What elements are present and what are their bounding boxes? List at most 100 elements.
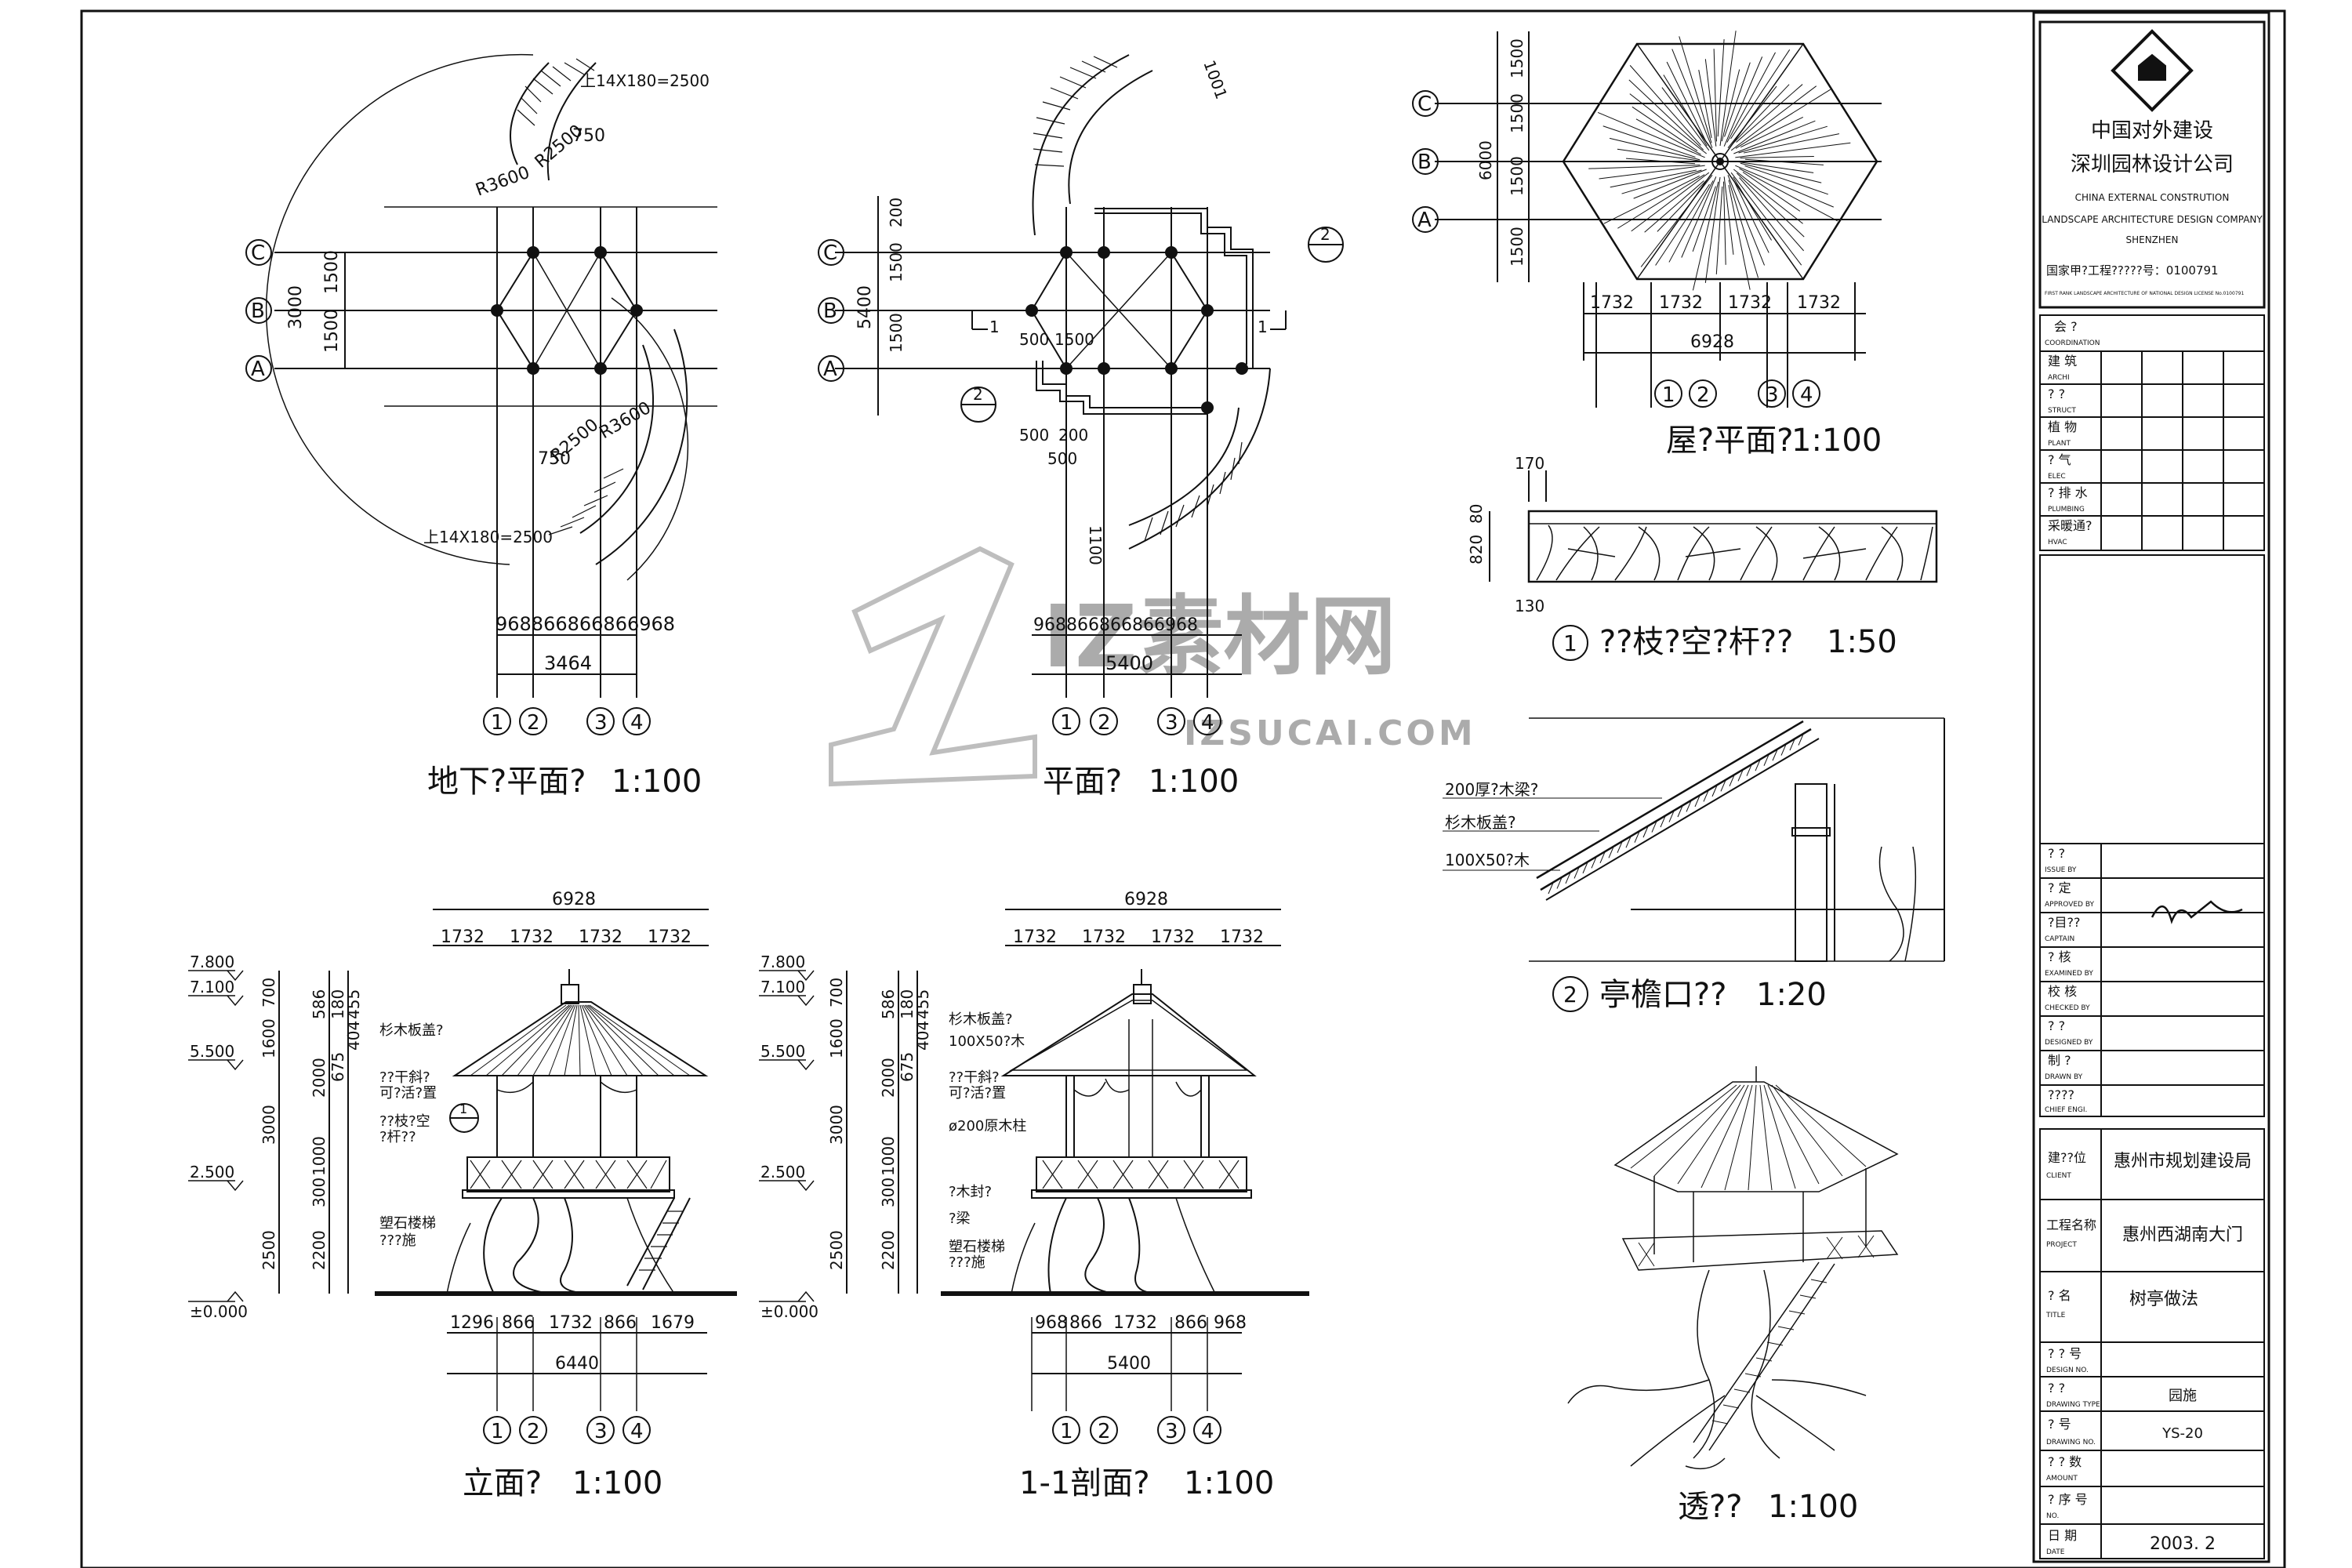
svg-text:制 ?: 制 ? <box>2048 1053 2071 1068</box>
svg-text:PLUMBING: PLUMBING <box>2048 506 2085 514</box>
svg-text:1732: 1732 <box>549 1313 593 1333</box>
svg-text:ø200原木柱: ø200原木柱 <box>949 1118 1026 1134</box>
svg-text:2: 2 <box>1563 982 1577 1007</box>
svg-text:4: 4 <box>630 711 644 735</box>
svg-text:1732: 1732 <box>441 927 485 947</box>
svg-text:园施: 园施 <box>2169 1388 2197 1404</box>
svg-text:2.500: 2.500 <box>190 1163 234 1181</box>
svg-text:1: 1 <box>1060 1420 1073 1443</box>
svg-text:1500: 1500 <box>887 313 906 353</box>
svg-text:6928: 6928 <box>1124 890 1168 909</box>
section-1-1: 6928 1732 1732 1732 1732 968 866 1732 86… <box>759 890 1309 1501</box>
svg-text:ARCHI: ARCHI <box>2048 374 2070 382</box>
svg-text:TITLE: TITLE <box>2045 1312 2066 1319</box>
svg-text:180: 180 <box>328 989 347 1019</box>
svg-text:586: 586 <box>310 989 328 1019</box>
perspective: 透?? 1:100 <box>1567 1066 1899 1525</box>
svg-text:AMOUNT: AMOUNT <box>2046 1475 2078 1483</box>
stair-note-2: 上14X180=2500 <box>423 528 553 546</box>
svg-text:675: 675 <box>328 1052 347 1082</box>
svg-text:ISSUE BY: ISSUE BY <box>2045 866 2077 874</box>
svg-text:? ?: ? ? <box>2048 846 2065 861</box>
svg-text:5400: 5400 <box>855 285 875 329</box>
dim-866-row: 968866866866968 <box>495 613 675 635</box>
grid-bubbles-plan-cols: 1 2 3 4 <box>1052 707 1221 735</box>
title-block-text: 中国对外建设 深圳园林设计公司 CHINA EXTERNAL CONSTRUTI… <box>2042 119 2263 1556</box>
svg-text:866: 866 <box>502 1313 535 1333</box>
svg-text:2: 2 <box>527 711 540 735</box>
svg-text:1732: 1732 <box>1659 293 1703 313</box>
svg-text:LANDSCAPE ARCHITECTURE DESIGN: LANDSCAPE ARCHITECTURE DESIGN COMPANY <box>2042 214 2263 225</box>
grid-bubbles-roof-cols: 1 2 3 4 <box>1654 379 1820 408</box>
svg-text:??枝?空: ??枝?空 <box>379 1113 430 1130</box>
basement-plan-scale: 1:100 <box>612 764 702 800</box>
svg-text:3: 3 <box>1165 1420 1178 1443</box>
svg-text:±0.000: ±0.000 <box>760 1302 818 1321</box>
svg-text:3000: 3000 <box>260 1105 278 1145</box>
svg-text:500: 500 <box>1019 426 1049 445</box>
svg-text:1: 1 <box>491 711 504 735</box>
grid-bubbles-basement-rows: C B A <box>245 239 272 382</box>
plan-title: 平面? <box>1043 764 1122 800</box>
svg-text:? 名: ? 名 <box>2048 1288 2071 1303</box>
svg-text:700: 700 <box>260 978 278 1007</box>
svg-text:1500: 1500 <box>322 250 342 294</box>
svg-text:PROJECT: PROJECT <box>2046 1241 2077 1249</box>
railing-scale: 1:50 <box>1827 624 1897 660</box>
svg-text:杉木板盖?: 杉木板盖? <box>379 1022 444 1039</box>
svg-text:7.100: 7.100 <box>760 978 805 996</box>
svg-text:7.800: 7.800 <box>190 953 234 971</box>
svg-text:1500: 1500 <box>322 309 342 353</box>
svg-text:CLIENT: CLIENT <box>2046 1172 2071 1180</box>
svg-text:1000: 1000 <box>310 1136 328 1176</box>
svg-text:1732: 1732 <box>1113 1313 1157 1333</box>
watermark-brand: IZ素材网 <box>1043 586 1396 687</box>
svg-text:200: 200 <box>887 198 906 227</box>
svg-text:惠州西湖南大门: 惠州西湖南大门 <box>2122 1225 2243 1245</box>
svg-text:1679: 1679 <box>651 1313 695 1333</box>
svg-text:采暖通?: 采暖通? <box>2048 518 2092 533</box>
svg-text:1732: 1732 <box>1151 927 1195 947</box>
svg-text:2: 2 <box>1320 225 1330 244</box>
basement-plan: 968866866866968 3464 1500 1500 3000 上14X… <box>245 53 717 800</box>
svg-text:4: 4 <box>1201 711 1214 735</box>
svg-text:EXAMINED BY: EXAMINED BY <box>2045 970 2093 978</box>
svg-text:? 号: ? 号 <box>2048 1417 2071 1432</box>
svg-text:455: 455 <box>913 989 932 1019</box>
svg-text:750: 750 <box>538 449 571 469</box>
svg-text:? 序 号: ? 序 号 <box>2048 1492 2088 1507</box>
signature <box>2151 900 2243 924</box>
grid-bubbles-section-cols: 1 2 3 4 <box>1052 1416 1221 1444</box>
svg-text:CHECKED BY: CHECKED BY <box>2045 1004 2090 1012</box>
svg-text:C: C <box>1417 93 1432 116</box>
svg-text:?木封?: ?木封? <box>949 1184 992 1200</box>
svg-text:? 排 水: ? 排 水 <box>2048 485 2088 500</box>
svg-text:1296: 1296 <box>450 1313 494 1333</box>
grid-bubbles-elevation-cols: 1 2 3 4 <box>483 1416 651 1444</box>
svg-text:? 定: ? 定 <box>2048 880 2071 895</box>
svg-text:1732: 1732 <box>1220 927 1264 947</box>
svg-text:深圳园林设计公司: 深圳园林设计公司 <box>2071 153 2234 176</box>
svg-text:工程名称: 工程名称 <box>2046 1218 2096 1232</box>
svg-text:7.800: 7.800 <box>760 953 805 971</box>
svg-text:杉木板盖?: 杉木板盖? <box>1445 813 1516 832</box>
svg-text:1732: 1732 <box>1797 293 1841 313</box>
svg-text:1000: 1000 <box>879 1136 898 1176</box>
title-block <box>2032 11 2270 1563</box>
svg-text:5.500: 5.500 <box>190 1042 234 1061</box>
svg-text:塑石楼梯: 塑石楼梯 <box>949 1239 1005 1255</box>
svg-text:DRAWING TYPE: DRAWING TYPE <box>2046 1401 2100 1409</box>
svg-text:6928: 6928 <box>1690 332 1734 352</box>
svg-text:国家甲?工程?????号：0100791: 国家甲?工程?????号：0100791 <box>2046 263 2219 278</box>
svg-text:6928: 6928 <box>552 890 596 909</box>
svg-text:1001: 1001 <box>1200 58 1231 102</box>
svg-text:塑石楼梯: 塑石楼梯 <box>379 1215 436 1232</box>
railing-title: ??枝?空?杆?? <box>1599 624 1793 660</box>
svg-text:1500: 1500 <box>1508 156 1526 196</box>
plan-scale: 1:100 <box>1149 764 1239 800</box>
svg-text:5400: 5400 <box>1105 652 1153 674</box>
grid-bubbles-plan-rows: C B A <box>818 239 844 382</box>
section-scale: 1:100 <box>1184 1465 1274 1501</box>
svg-text:170: 170 <box>1515 454 1544 473</box>
svg-text:968: 968 <box>1214 1313 1247 1333</box>
